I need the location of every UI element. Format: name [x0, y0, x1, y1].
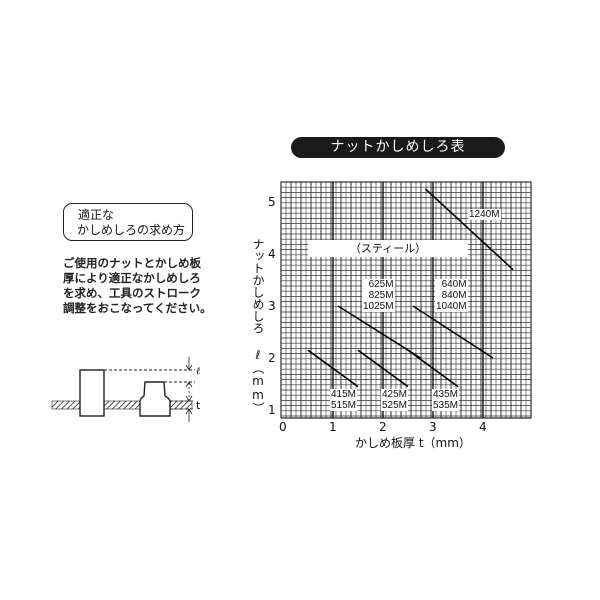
x-axis-label: かしめ板厚 t（mm）: [355, 436, 471, 450]
y-tick-label: 3: [268, 299, 276, 313]
y-axis-label: ナットかしめしろ ℓ（mm）: [251, 238, 265, 414]
diagram-label-t: t: [196, 399, 200, 412]
instructions-line: を求め、工具のストローク: [63, 286, 201, 300]
series-line: [424, 188, 514, 271]
model-label: 1040M: [436, 301, 467, 312]
x-tick-label: 4: [479, 420, 487, 434]
y-tick-label: 5: [268, 195, 276, 209]
series-line: [412, 305, 494, 359]
y-tick-label: 2: [268, 351, 276, 365]
rivet-nut-diagram: ℓ t: [51, 357, 200, 422]
instructions-line: 厚により適正なかしめしろ: [63, 271, 201, 285]
series-line: [307, 349, 359, 388]
model-label: 640M: [441, 279, 467, 290]
model-label: 625M: [368, 279, 394, 290]
instructions-line: 調整をおこなってください。: [63, 301, 212, 315]
howto-heading-line1: 適正な: [78, 208, 115, 222]
model-label: 525M: [382, 400, 408, 411]
model-label: 425M: [382, 389, 408, 400]
series-line: [357, 349, 409, 388]
material-label: （スティール）: [308, 240, 468, 257]
instructions-text: ご使用のナットとかしめ板 厚により適正なかしめしろ を求め、工具のストローク 調…: [63, 256, 213, 316]
model-label: 435M: [433, 389, 459, 400]
model-label: 535M: [433, 400, 459, 411]
chart-title: ナットかしめしろ表: [330, 139, 466, 155]
x-tick-label: 3: [429, 420, 437, 434]
model-label: 415M: [331, 389, 357, 400]
x-tick-label: 0: [279, 420, 287, 434]
model-label: 825M: [368, 290, 394, 301]
model-label: 1025M: [363, 301, 394, 312]
y-tick-label: 1: [268, 403, 276, 417]
howto-heading-line2: かしめしろの求め方: [77, 223, 186, 237]
y-tick-label: 4: [268, 247, 276, 261]
model-label: 840M: [441, 290, 467, 301]
instructions-line: ご使用のナットとかしめ板: [63, 256, 201, 270]
series-label: 1240M: [468, 209, 501, 220]
howto-heading-box: 適正な かしめしろの求め方: [63, 203, 193, 241]
chart-series: [307, 188, 514, 388]
model-label: 515M: [331, 400, 357, 411]
x-tick-label: 1: [329, 420, 337, 434]
chart-title-banner: ナットかしめしろ表: [291, 137, 505, 158]
series-line: [337, 305, 421, 359]
x-tick-label: 2: [379, 420, 387, 434]
diagram-label-l: ℓ: [196, 366, 200, 377]
model-label: 1240M: [469, 209, 500, 220]
